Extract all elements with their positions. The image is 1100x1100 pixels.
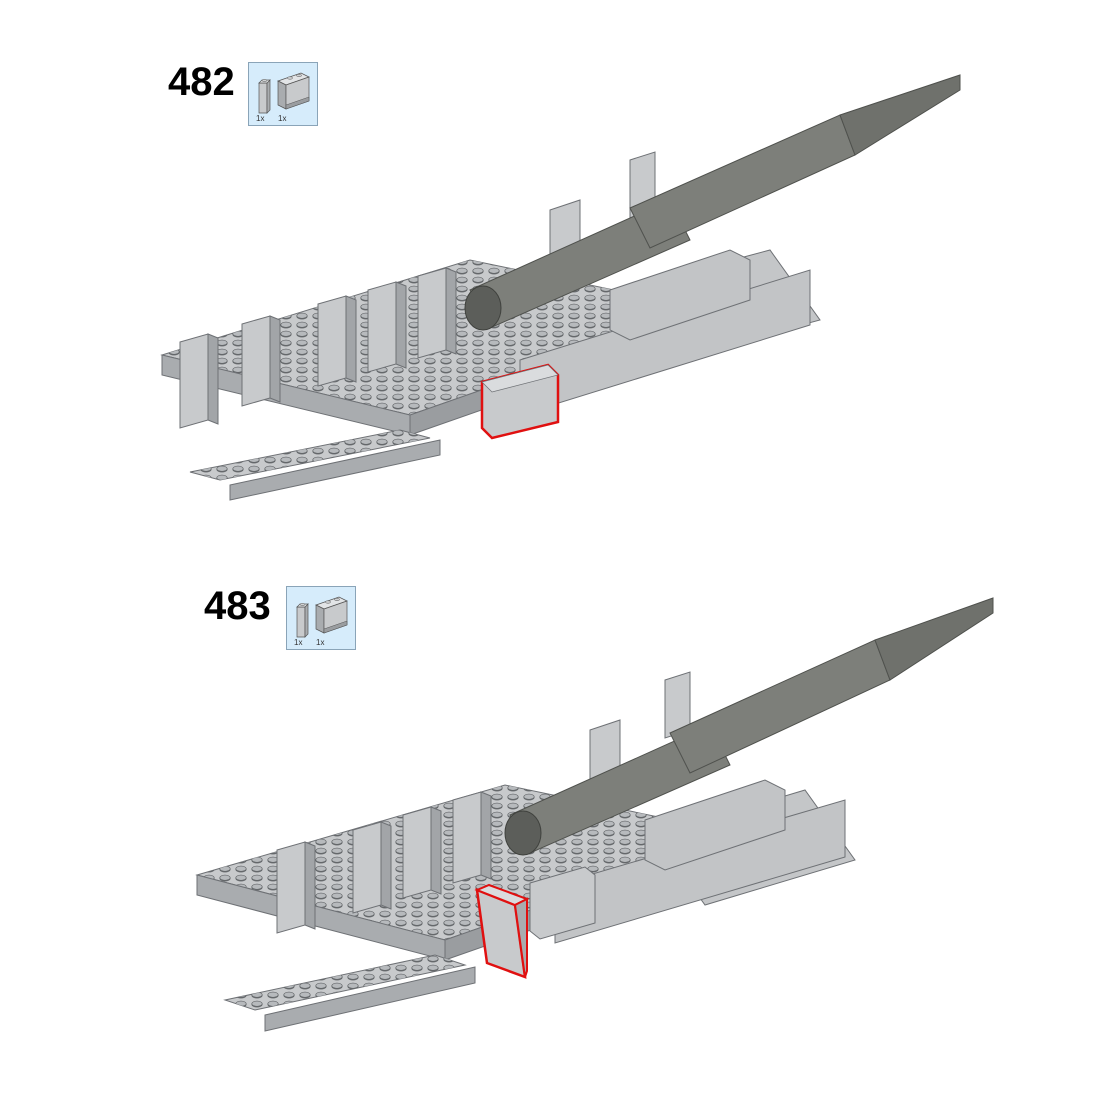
part-quantity: 1x xyxy=(278,114,287,123)
columns xyxy=(276,791,492,934)
highlighted-part xyxy=(474,883,530,979)
panel-1x2x2-icon xyxy=(277,72,310,110)
highlighted-part xyxy=(480,363,560,440)
columns xyxy=(179,267,457,429)
part-quantity: 1x xyxy=(316,638,325,647)
gun-barrel xyxy=(504,597,994,856)
model-illustration xyxy=(195,597,994,1032)
parts-callout: 1x 1x xyxy=(248,62,318,126)
lower-plate xyxy=(229,439,441,501)
panel-1x2x2-icon xyxy=(315,596,348,634)
step-number: 483 xyxy=(204,584,271,628)
part-quantity: 1x xyxy=(294,638,303,647)
step-number: 482 xyxy=(168,60,235,104)
parts-callout: 1x 1x xyxy=(286,586,356,650)
brick-1x1x3-icon xyxy=(258,79,271,114)
model-illustration xyxy=(160,74,961,501)
gun-barrel xyxy=(464,74,961,331)
brick-1x1x3-icon xyxy=(296,603,309,638)
part-quantity: 1x xyxy=(256,114,265,123)
